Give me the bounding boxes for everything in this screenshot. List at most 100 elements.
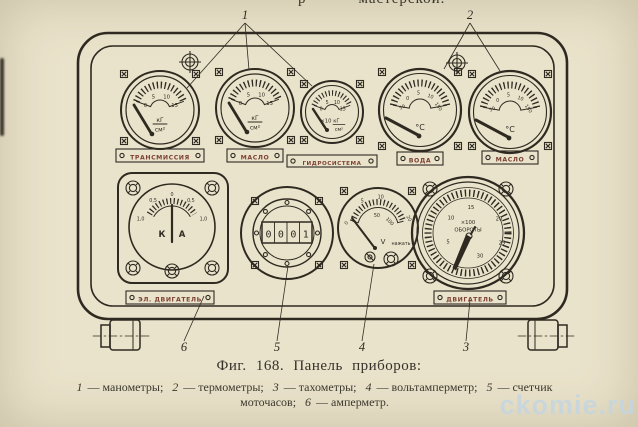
tick-label: 15	[340, 106, 346, 112]
plate-label: МАСЛО	[496, 157, 525, 164]
tick-label: 10	[378, 195, 384, 201]
callout-3-tachometer: 3	[462, 299, 471, 354]
counter-face	[259, 205, 315, 261]
screw-icon	[377, 67, 387, 77]
tick-label: 0	[170, 192, 173, 198]
needle-pivot	[416, 133, 422, 139]
label-plate-el-dvigatel: ЭЛ. ДВИГАТЕЛЬ	[125, 290, 215, 305]
tick-label: 10	[258, 93, 265, 99]
tick-label: 5	[507, 93, 510, 99]
screw-icon	[498, 268, 514, 284]
tick-label: 150	[523, 103, 533, 114]
panel-screw-icon	[178, 50, 202, 74]
legend-number: 6	[305, 395, 312, 409]
counter-ring	[252, 198, 322, 268]
top-fragment: мастерской.	[359, 0, 446, 7]
tick-label: 5	[417, 91, 420, 97]
leader-line	[244, 22, 250, 71]
tick-label: 0	[144, 103, 148, 109]
gauge-bezel	[120, 70, 200, 150]
voltammeter: 0 5 10 20 50 100 V нажать	[337, 186, 419, 270]
scale-end-caps	[313, 105, 351, 110]
legend-number: 1	[76, 380, 83, 394]
tick-label: 10	[516, 95, 524, 103]
legend-number: 4	[365, 380, 372, 394]
unit-denominator: см²	[250, 125, 261, 132]
volt-button-icon	[364, 251, 376, 263]
callout-number: 6	[181, 340, 188, 354]
tick-label: 150	[433, 101, 443, 112]
needle-pivot	[373, 246, 377, 250]
figure-legend-line-1: 1 — манометры;2 — термометры;3 — тахомет…	[0, 380, 638, 395]
label-plate-oil: МАСЛО	[226, 148, 284, 163]
tick-label: 5	[446, 240, 449, 246]
unit-numerator: кГ	[156, 117, 164, 124]
tick-label: 0,5	[149, 198, 157, 204]
leader-line	[183, 295, 205, 342]
callout-4-voltammeter: 4	[359, 263, 375, 354]
screw-icon	[467, 141, 477, 151]
scale-end-caps	[352, 220, 404, 224]
legend-label: — вольтамперметр;	[376, 380, 478, 394]
screw-icon	[453, 67, 463, 77]
screw-icon	[191, 136, 201, 146]
screw-icon	[407, 260, 417, 270]
label-plate-hydraulic: ГИДРОСИСТЕМА	[286, 154, 378, 168]
screw-icon	[339, 186, 349, 196]
gauge-face	[382, 72, 458, 148]
screw-icon	[286, 135, 296, 145]
scale-lower-arc	[245, 97, 265, 106]
scale-outer-edge	[422, 187, 514, 279]
scale-inner-edge	[432, 197, 504, 269]
volt-symbol: V	[381, 238, 386, 246]
tick-label: 1,0	[200, 217, 208, 223]
needle-pivot	[325, 128, 329, 132]
needle	[452, 234, 472, 271]
plate-label: МАСЛО	[241, 155, 270, 162]
mounting-bracket-left	[92, 319, 151, 351]
screw-icon	[422, 268, 438, 284]
unit-numerator: кГ	[251, 115, 259, 122]
screw-icon	[164, 263, 180, 279]
needle	[474, 118, 510, 139]
leader-line	[465, 299, 471, 342]
voltammeter-bezel	[337, 187, 419, 269]
tick-label: 0	[406, 96, 409, 102]
needle-pivot	[244, 129, 250, 135]
scale-end-caps	[392, 104, 448, 109]
gauge-transmission: 0 5 10 15 кГ см² ТРАНСМИССИЯ	[115, 69, 205, 163]
gauge-water-temp: 50 0 5 10 150 °С ВОДА	[377, 67, 463, 166]
leader-line	[469, 22, 501, 72]
panel-outer-border	[76, 31, 569, 321]
tick-label: 0,5	[187, 198, 195, 204]
units-word: ОБОРОТЫ	[454, 228, 482, 234]
plate-label: ЭЛ. ДВИГАТЕЛЬ	[138, 297, 202, 304]
digit-separators	[274, 221, 300, 244]
scale-lower-arc	[357, 207, 399, 224]
needle	[227, 101, 248, 133]
unit-kilo: К	[159, 230, 166, 240]
screw-icon	[407, 186, 417, 196]
needle-pivot	[465, 232, 473, 240]
mounting-bracket-right	[517, 319, 576, 351]
figure-legend-line-2: моточасов;6 — амперметр.	[0, 395, 638, 410]
unit-denominator: см²	[155, 127, 166, 134]
plate-label: ТРАНСМИССИЯ	[130, 155, 190, 162]
tick-label: 0	[320, 106, 323, 112]
label-plate-transmission: ТРАНСМИССИЯ	[115, 148, 205, 163]
tick-label: 20	[404, 215, 412, 223]
plate-label: ВОДА	[409, 158, 431, 165]
site-watermark: ckomie.ru	[499, 390, 636, 420]
scan-edge-smudge	[0, 58, 4, 136]
tick-label: 0	[496, 98, 499, 104]
tick-arc	[228, 79, 282, 101]
callout-number: 4	[359, 340, 365, 354]
needle-pivot	[506, 135, 512, 141]
hour-counter-reading: 0001	[266, 230, 316, 241]
tick-label: 30	[477, 254, 484, 260]
legend-number: 2	[172, 380, 179, 394]
scale-end-caps	[136, 100, 184, 108]
callout-number: 1	[242, 8, 248, 22]
gauge-face	[220, 73, 290, 143]
needle	[132, 103, 153, 135]
